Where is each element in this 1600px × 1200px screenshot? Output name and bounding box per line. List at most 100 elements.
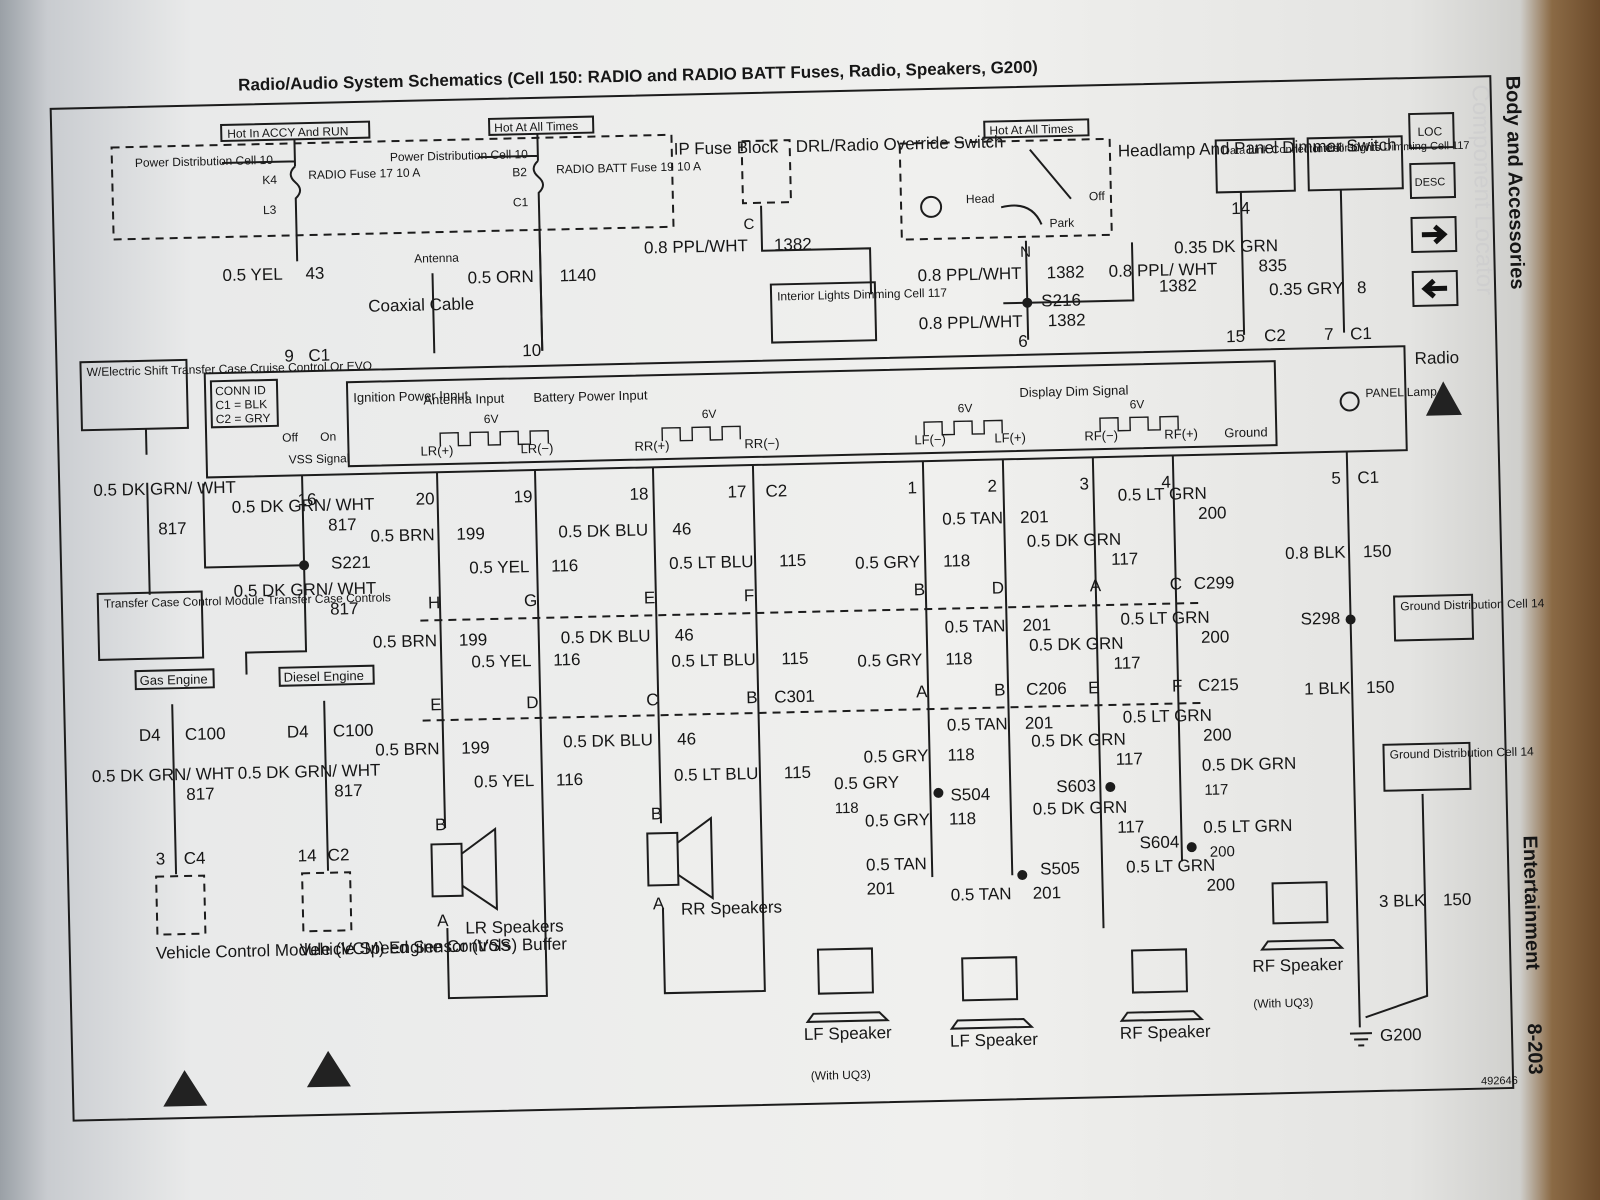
lf-pin-a: A [916,682,928,701]
rf-117-2: 117 [1113,653,1141,673]
s216-junction [1022,297,1033,308]
lr-plus-label: LR(+) [420,443,453,459]
circuit-835: 835 [1258,256,1287,276]
circuit-1382-d: 1382 [1159,276,1197,296]
radio-pin-6: 6 [1018,332,1028,351]
rf-ltgrn-4: 0.5 LT GRN [1203,816,1293,837]
battery-input-label: Battery Power Input [533,387,648,405]
rf-conn-c299: C299 [1194,573,1235,593]
hot-accy-box [220,120,371,143]
ild-box-mid [769,281,878,344]
lf-pin-d: D [992,578,1005,597]
s221-junction [299,560,310,571]
signal-waveforms [439,415,1179,447]
rf-200-5: 200 [1206,875,1235,895]
ground-symbol-icon [1349,1032,1372,1047]
circuit-150-b: 150 [1366,678,1395,698]
wire-ppl-wht-2: 0.8 PPL/WHT [917,264,1021,285]
loc-button[interactable]: LOC [1408,112,1455,150]
wire-blk-1: 1 BLK [1304,679,1351,699]
circuit-1382-c: 1382 [1048,310,1086,330]
gdc-box-1 [1393,593,1475,642]
rr-pin-c: C [646,690,659,709]
panel-lamp-icon [1339,391,1360,412]
v6-rf: 6V [1129,397,1144,411]
gas-engine-label: Gas Engine [139,671,207,688]
d4-a: D4 [139,726,161,745]
hot-all-box [487,115,595,136]
wire-ppl-wht-3: 0.8 PPL/WHT [919,312,1023,333]
lf-118-5: 118 [949,809,977,829]
prev-button[interactable] [1411,269,1459,308]
rf-dkgrn-2: 0.5 DK GRN [1029,634,1124,655]
conn-c4: C4 [183,849,205,868]
batt-fuse-wire [477,133,545,351]
vss-outline [301,871,353,933]
radio-fuse-wire [221,139,302,262]
rf-ltgrn-2: 0.5 LT GRN [1120,608,1210,629]
lr-pin-g: G [524,591,538,610]
circuit-150-c: 150 [1443,890,1472,910]
wire-blk-3: 3 BLK [1379,891,1426,911]
lf-201-2: 201 [1022,615,1051,635]
display-dim-label: Display Dim Signal [1019,382,1129,399]
ip-fuse-block-label: IP Fuse Block [674,137,779,158]
drl-switch-label: DRL/Radio Override Switch [795,132,1003,156]
pin-19: 19 [513,487,532,506]
s603-junction [1105,782,1116,793]
splice-s604: S604 [1139,832,1179,852]
pin-5: 5 [1331,469,1341,488]
next-button[interactable] [1410,216,1458,254]
c100-b: C100 [333,721,374,741]
wire-817-a: 0.5 DK GRN/ WHT [93,478,236,500]
wire-orn-1140: 0.5 ORN [467,267,534,287]
hot-all-box-2 [983,118,1090,139]
lf-118-1: 118 [943,551,971,571]
wire-ppl-wht-1: 0.8 PPL/WHT [644,236,748,257]
c1-pin: C1 [513,195,529,209]
rr-lblu-3: 0.5 LT BLU [674,764,759,785]
rr-lblu-1: 0.5 LT BLU [669,552,754,573]
lr-speaker-icon [461,827,498,911]
rr-115-2: 115 [781,649,809,669]
conn-id-box [209,378,279,429]
lf-pin-b: B [914,580,926,599]
rf-plus-label: RF(+) [1164,426,1198,442]
desc-button[interactable]: DESC [1409,162,1457,200]
rf-speaker-icon [1119,948,1205,1022]
dlc-pin-14: 14 [1231,199,1250,218]
pin-4: 4 [1161,473,1171,492]
lf-minus-label: LF(−) [914,432,946,448]
radio-fuse-label: RADIO Fuse 17 10 A [308,166,420,183]
lr-pin-h: H [428,593,441,612]
lr-199-2: 199 [459,630,488,650]
radio-pin-7: 7 [1324,325,1334,344]
k4-pin: K4 [262,173,277,187]
rr-speakers-label: RR Speakers [681,897,783,918]
conn-c2: C2 [327,845,349,864]
rf-speaker-uq3-note: (With UQ3) [1253,995,1313,1010]
rf-dkgrn-1: 0.5 DK GRN [1027,530,1122,551]
radio-conn-c1-b: C1 [1350,324,1372,343]
circuit-817-b: 817 [328,515,357,535]
vcm-outline [155,874,207,936]
rf-117-3: 117 [1115,749,1143,769]
rf-dkgrn-3: 0.5 DK GRN [1031,730,1126,751]
v6-lr: 6V [484,412,499,426]
lf-201-4: 201 [866,879,895,899]
lamp-icon [920,195,943,218]
ghost-section-label: Component Locator [1466,84,1498,295]
ground-label: Ground [1224,424,1268,440]
v6-lf: 6V [958,401,973,415]
l3-pin: L3 [263,203,277,217]
speaker-wiring [436,451,1361,1028]
page-number: 8-203 [1523,1023,1546,1075]
lr-yel-3: 0.5 YEL [474,771,535,791]
drl-switch-outline [740,139,792,205]
rr-115-1: 115 [779,551,807,571]
radio-conn-c2: C2 [1264,326,1286,345]
gdc-label-1: Ground Distribution Cell 14 [1400,596,1545,613]
lf-201-1: 201 [1020,507,1049,527]
splice-s505: S505 [1040,859,1080,879]
ild-label-mid: Interior Lights Dimming Cell 117 [777,286,947,304]
